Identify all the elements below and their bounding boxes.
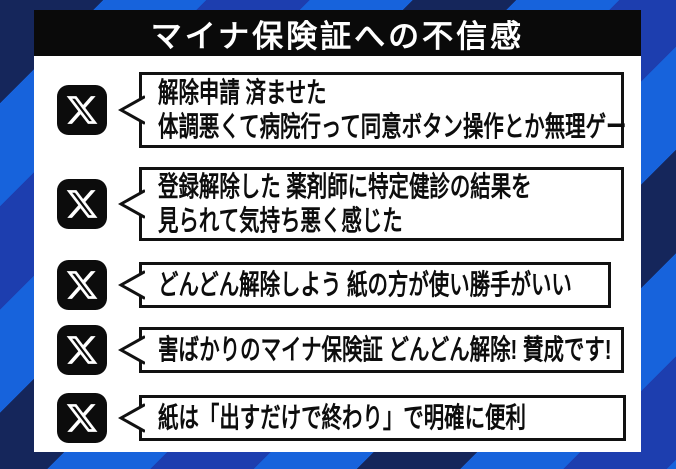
bubble-tail (118, 403, 145, 433)
speech-bubble: 解除申請 済ませた 体調悪くて病院行って同意ボタン操作とか無理ゲー (118, 72, 627, 148)
bubble-tail (118, 335, 145, 365)
title-banner: マイナ保険証への不信感 (34, 10, 641, 56)
page-title: マイナ保険証への不信感 (150, 18, 525, 54)
tweet-row: 害ばかりのマイナ保険証 どんどん解除! 賛成です! (34, 325, 641, 375)
bubble-tail (118, 270, 145, 300)
tweet-text-line: どんどん解除しよう 紙の方が使い勝手がいい (158, 269, 572, 300)
tweet-text-line: 紙は「出すだけで終わり」で明確に便利 (158, 402, 526, 433)
tweet-text-line: 解除申請 済ませた (158, 77, 327, 108)
tweet-row: 紙は「出すだけで終わり」で明確に便利 (34, 393, 641, 443)
content-panel: マイナ保険証への不信感 解除申請 済ませた 体調悪くて病院行って同意ボタン操作と… (34, 10, 641, 452)
x-logo-icon (57, 85, 107, 135)
bubble-tail (118, 95, 145, 125)
tweet-row: どんどん解除しよう 紙の方が使い勝手がいい (34, 260, 641, 310)
tweet-row: 登録解除した 薬剤師に特定健診の結果を 見られて気持ち悪く感じた (34, 167, 641, 241)
x-logo-icon (57, 179, 107, 229)
bubble-tail (118, 189, 145, 219)
tweet-text-line: 登録解除した 薬剤師に特定健診の結果を (158, 171, 532, 202)
x-logo-icon (57, 260, 107, 310)
tweet-text-line: 害ばかりのマイナ保険証 どんどん解除! 賛成です! (158, 334, 612, 365)
x-logo-icon (57, 325, 107, 375)
tweet-text-line: 体調悪くて病院行って同意ボタン操作とか無理ゲー (158, 111, 627, 142)
speech-bubble: 害ばかりのマイナ保険証 どんどん解除! 賛成です! (118, 327, 624, 373)
speech-bubble: 登録解除した 薬剤師に特定健診の結果を 見られて気持ち悪く感じた (118, 167, 624, 241)
speech-bubble: 紙は「出すだけで終わり」で明確に便利 (118, 395, 626, 441)
tweet-row: 解除申請 済ませた 体調悪くて病院行って同意ボタン操作とか無理ゲー (34, 72, 641, 148)
tweet-text-line: 見られて気持ち悪く感じた (158, 205, 403, 236)
tweets-area: 解除申請 済ませた 体調悪くて病院行って同意ボタン操作とか無理ゲー 登録解除した… (34, 56, 641, 452)
speech-bubble: どんどん解除しよう 紙の方が使い勝手がいい (118, 262, 611, 308)
x-logo-icon (57, 393, 107, 443)
